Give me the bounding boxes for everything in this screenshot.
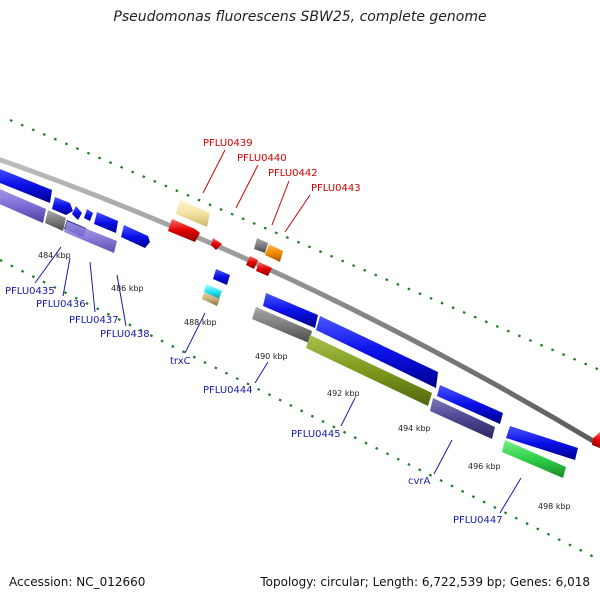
cds-rev-blue-long	[263, 293, 318, 328]
cds-PFLU0439	[176, 200, 210, 227]
cds-rev-blue-2	[316, 316, 438, 388]
kbp-label: 488 kbp	[184, 318, 217, 327]
label-leader-lines	[34, 149, 522, 514]
gene-label-PFLU0435: PFLU0435	[5, 286, 55, 297]
gene-label-PFLU0444: PFLU0444	[203, 385, 253, 396]
cds-PFLU0447	[502, 440, 566, 478]
kbp-label: 492 kbp	[327, 389, 360, 398]
bottom-gene-labels: PFLU0435 PFLU0436 PFLU0437 PFLU0438 trxC…	[5, 286, 503, 526]
topology-text: Topology: circular; Length: 6,722,539 bp…	[260, 575, 590, 589]
cds-fwd-right-edge	[592, 432, 600, 448]
gene-label-trxC: trxC	[170, 356, 191, 367]
gene-label-PFLU0442: PFLU0442	[268, 168, 318, 179]
cds-trxC	[202, 292, 220, 306]
kbp-label: 490 kbp	[255, 352, 288, 361]
cds-fwd-6	[121, 225, 150, 248]
cds-fwd-red-small-2	[256, 262, 272, 276]
reverse-strand-features	[0, 189, 578, 478]
kbp-label: 496 kbp	[468, 462, 501, 471]
cds-fwd-2	[52, 197, 73, 215]
cds-rev-blue-3	[437, 385, 503, 424]
cds-fwd-3	[72, 206, 82, 220]
cds-fwd-4	[84, 209, 93, 221]
cds-PFLU0445	[306, 335, 432, 406]
cds-rev-blue-4	[506, 426, 578, 460]
cds-PFLU0440	[168, 219, 200, 242]
inner-dotted-track	[0, 259, 600, 561]
cds-fwd-red-small-1	[246, 256, 258, 269]
cds-PFLU0444	[252, 307, 312, 343]
accession-text: Accession: NC_012660	[9, 575, 146, 589]
top-gene-labels: PFLU0439 PFLU0440 PFLU0442 PFLU0443	[203, 138, 361, 194]
gene-label-PFLU0445: PFLU0445	[291, 429, 341, 440]
gene-label-PFLU0436: PFLU0436	[36, 299, 86, 310]
gene-label-cvrA: cvrA	[408, 476, 431, 487]
kbp-label: 486 kbp	[111, 284, 144, 293]
genome-backbone	[0, 157, 600, 448]
kbp-label: 498 kbp	[538, 502, 571, 511]
kbp-label: 494 kbp	[398, 424, 431, 433]
cds-fwd-5	[94, 212, 118, 233]
cds-fwd-1	[0, 169, 52, 203]
cds-trxC-cyan	[204, 284, 222, 299]
kbp-tick-labels: 484 kbp 486 kbp 488 kbp 490 kbp 492 kbp …	[38, 251, 571, 511]
gene-label-PFLU0437: PFLU0437	[69, 315, 119, 326]
cds-PFLU0435	[0, 189, 46, 223]
kbp-label: 484 kbp	[38, 251, 71, 260]
gene-label-PFLU0438: PFLU0438	[100, 329, 150, 340]
gene-label-PFLU0443: PFLU0443	[311, 183, 361, 194]
cds-PFLU0442	[211, 238, 222, 250]
cds-trxC-blue	[213, 269, 230, 285]
cds-PFLU0436	[45, 210, 66, 231]
gene-label-PFLU0439: PFLU0439	[203, 138, 253, 149]
forward-strand-features	[0, 169, 600, 448]
gene-label-PFLU0447: PFLU0447	[453, 515, 503, 526]
cds-cvrA	[430, 398, 495, 439]
cds-PFLU0443	[265, 244, 283, 262]
cds-PFLU0443-gray	[254, 238, 268, 253]
map-title: Pseudomonas fluorescens SBW25, complete …	[113, 9, 487, 25]
cds-PFLU0437	[64, 221, 117, 253]
gene-label-PFLU0440: PFLU0440	[237, 153, 287, 164]
